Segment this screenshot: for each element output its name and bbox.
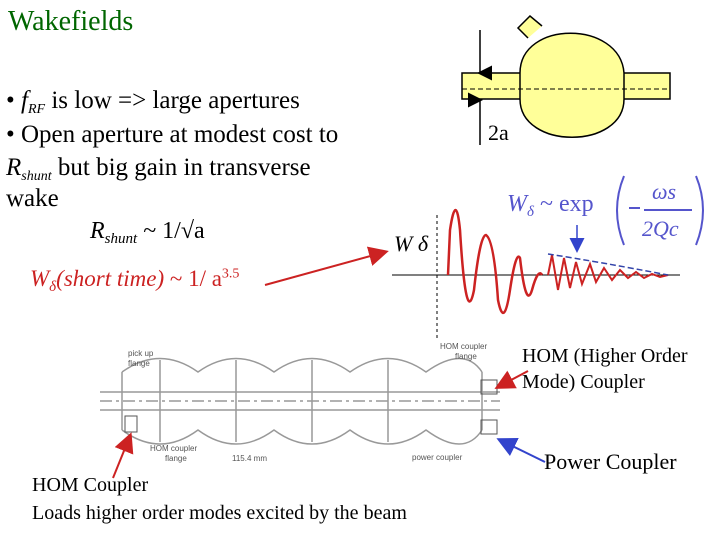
wdelta-rhs: ~ 1/ a (169, 266, 222, 291)
slide-title: Wakefields (8, 6, 134, 37)
wdelta-exp: 3.5 (221, 266, 240, 282)
bullet-mark: • (6, 87, 22, 114)
exp-mid: ~ exp (539, 191, 594, 217)
hom-coupler-line1: HOM (Higher Order (522, 345, 688, 367)
rshunt-formula-lhs: R (90, 218, 105, 244)
bullet-aperture-text: but big gain in transverse (51, 154, 311, 181)
wake-curve-decay (547, 254, 669, 291)
exp-formula: Wδ ~ exp (507, 191, 594, 221)
bullet-aperture-line2: Rshunt but big gain in transverse (6, 153, 311, 191)
wdelta-sub: δ (49, 279, 57, 295)
rshunt-formula-sub: shunt (104, 231, 138, 247)
homcoupler-label-1: HOM coupler (150, 444, 197, 453)
pickup-label-1: pick up (128, 349, 154, 358)
bullet-aperture-line1: • Open aperture at modest cost to (6, 121, 339, 148)
hom-port-left (124, 415, 138, 433)
rshunt-formula: Rshunt ~ 1/√a (90, 218, 205, 248)
wdelta-arrow (264, 246, 389, 286)
hom-coupler-line2: Mode) Coupler (522, 371, 645, 393)
wake-axis-label: W δ (394, 231, 429, 256)
exp-denominator: 2Qc (642, 216, 679, 241)
hom-arrow (494, 370, 529, 389)
exp-sub: δ (527, 204, 534, 220)
cavity-cross-section (461, 14, 671, 145)
power-coupler-label: Power Coupler (544, 449, 677, 474)
homcoupler-label-2: flange (165, 454, 187, 463)
exp-lhs: W (507, 191, 527, 217)
homflange-label-1: HOM coupler (440, 342, 487, 351)
hom-bottom-line1: HOM Coupler (32, 474, 149, 496)
wdelta-formula: Wδ(short time) ~ 1/ a3.5 (30, 266, 239, 296)
wdelta-lhs: W (30, 266, 50, 291)
power-port (480, 419, 498, 435)
hom-bottom-label: HOM Coupler Loads higher order modes exc… (32, 471, 407, 527)
frf-subscript: RF (27, 102, 46, 117)
dimension-label: 115.4 mm (232, 454, 267, 463)
bullet-frf: • fRF is low => large apertures (6, 86, 300, 124)
power-arrow (496, 438, 546, 463)
bullet-aperture-line3: wake (6, 185, 59, 212)
wdelta-arg: (short time) (56, 266, 165, 291)
pickup-label-2: flange (128, 359, 150, 368)
hom-bottom-arrow (112, 432, 134, 479)
exp-parentheses (616, 175, 704, 246)
cavity-drawing (100, 357, 500, 445)
wake-envelope (547, 253, 669, 276)
rshunt-symbol: R (6, 154, 22, 181)
hom-bottom-line2: Loads higher order modes excited by the … (32, 502, 407, 524)
exp-numerator: ωs (652, 179, 677, 204)
wake-curve (446, 208, 544, 314)
frf-symbol: f (21, 87, 28, 114)
aperture-label: 2a (488, 120, 509, 145)
rshunt-formula-rhs: ~ 1/√a (143, 218, 205, 244)
rshunt-subscript: shunt (21, 169, 52, 184)
homflange-label-2: flange (455, 352, 477, 361)
power-small-label: power coupler (412, 453, 463, 462)
hom-coupler-label: HOM (Higher Order Mode) Coupler (522, 343, 688, 395)
bullet-frf-text: is low => large apertures (45, 87, 300, 114)
